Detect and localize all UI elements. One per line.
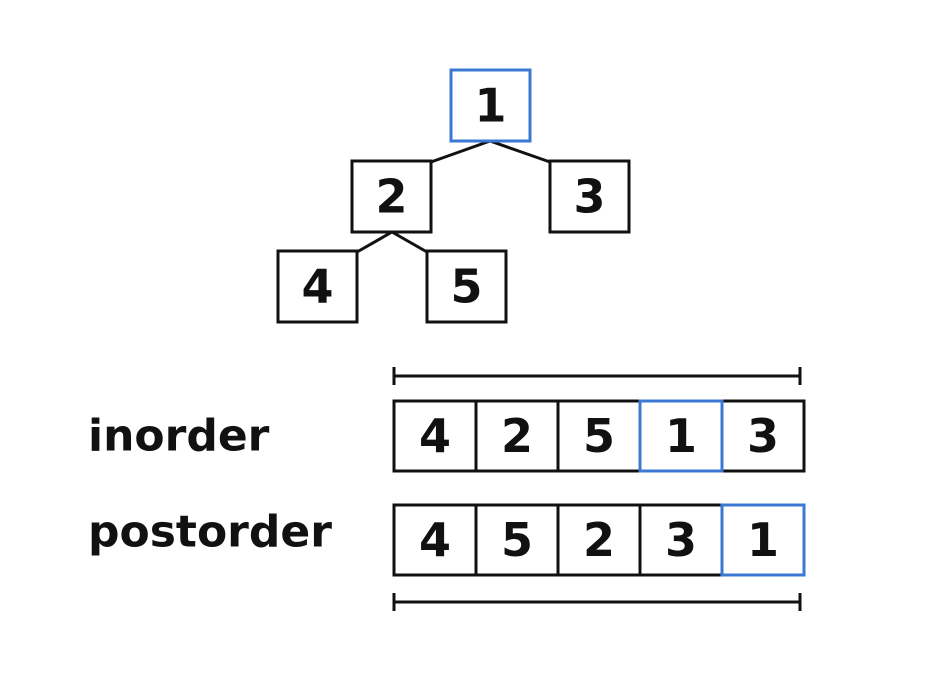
inorder-highlight-box — [638, 399, 724, 473]
postorder-cell-value: 5 — [501, 513, 533, 567]
postorder-cell-value: 4 — [419, 513, 451, 567]
tree-node-left-value: 2 — [375, 170, 407, 224]
tree-node-left-left-box — [276, 249, 359, 324]
tree-node-left-box — [350, 159, 433, 234]
postorder-cell-value: 2 — [583, 513, 615, 567]
edge-2-5 — [391, 230, 428, 254]
top-span-bracket — [392, 367, 802, 385]
tree-node-left-right-value: 5 — [450, 260, 482, 314]
tree-node-root-box — [449, 68, 532, 143]
edge-1-3 — [489, 139, 551, 164]
tree-node-left: 2 — [350, 159, 433, 234]
tree-node-left-left: 4 — [276, 249, 359, 324]
inorder-label: inorder — [88, 411, 270, 462]
inorder-cell-value: 4 — [419, 409, 451, 463]
inorder-cell-value: 2 — [501, 409, 533, 463]
postorder-highlight-box — [720, 503, 806, 577]
tree-node-left-right-box — [425, 249, 508, 324]
tree-edges — [356, 139, 551, 254]
tree-node-root: 1 — [449, 68, 532, 143]
edge-2-4 — [356, 230, 393, 254]
inorder-cell-value: 3 — [747, 409, 779, 463]
postorder-cell-box — [474, 503, 560, 577]
inorder-cell-box — [720, 399, 806, 473]
postorder-cell-value: 1 — [747, 513, 779, 567]
postorder-cell-value: 3 — [665, 513, 697, 567]
tree-node-left-right: 5 — [425, 249, 508, 324]
tree-node-right: 3 — [548, 159, 631, 234]
postorder-cell-box — [392, 503, 478, 577]
postorder-label: postorder — [88, 507, 332, 558]
inorder-cell-value: 1 — [665, 409, 697, 463]
tree-node-root-value: 1 — [474, 79, 506, 133]
inorder-cell-box — [392, 399, 478, 473]
edge-1-2 — [430, 139, 491, 164]
bottom-span-bracket — [392, 593, 802, 611]
tree-node-left-left-value: 4 — [301, 260, 333, 314]
tree-node-right-box — [548, 159, 631, 234]
inorder-cell-value: 5 — [583, 409, 615, 463]
tree-node-right-value: 3 — [573, 170, 605, 224]
